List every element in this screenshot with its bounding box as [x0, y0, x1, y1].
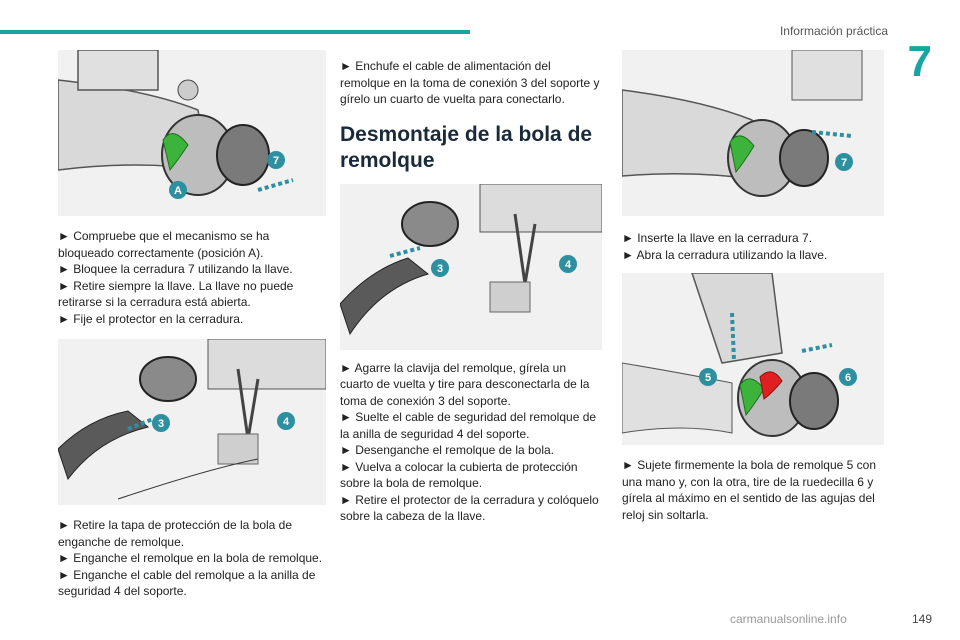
callout-4-label: 4 [283, 416, 290, 428]
illustration-lock-ball: 7 A [58, 50, 326, 216]
chapter-number: 7 [907, 37, 932, 86]
callout-A-label: A [174, 185, 182, 197]
callout-7 [835, 153, 853, 171]
callout-6-label: 6 [845, 372, 851, 384]
paragraph: ► Enchufe el cable de alimentación del r… [340, 59, 600, 106]
callout-3-label: 3 [437, 263, 443, 275]
text-block-1: ► Inserte la llave en la cerradura 7. ► … [622, 230, 884, 263]
callout-6 [839, 368, 857, 386]
paragraph: ► Enganche el cable del remolque a la an… [58, 567, 316, 599]
column-3: 7 ► Inserte la llave en la cerradura 7. … [622, 50, 884, 523]
text-block-2: ► Retire la tapa de protección de la bol… [58, 517, 326, 600]
paragraph: ► Inserte la llave en la cerradura 7. [622, 231, 812, 245]
callout-3 [152, 414, 170, 432]
illustration-trailer-connect: 3 4 [58, 339, 326, 505]
paragraph: ► Desenganche el remolque de la bola. [340, 443, 555, 457]
illustration-trailer-disconnect: 3 4 [340, 183, 602, 350]
callout-7-label: 7 [273, 155, 279, 167]
column-1: 7 A ► Compruebe que el mecanismo se ha b… [58, 50, 326, 600]
callout-5-label: 5 [705, 372, 711, 384]
text-block-2: ► Sujete firmemente la bola de remolque … [622, 457, 884, 523]
callout-5 [699, 368, 717, 386]
text-block-1: ► Compruebe que el mecanismo se ha bloqu… [58, 228, 326, 327]
paragraph: ► Retire siempre la llave. La llave no p… [58, 278, 294, 310]
illustration-insert-key: 7 [622, 50, 884, 216]
page-number: 149 [911, 612, 932, 626]
column-2: ► Enchufe el cable de alimentación del r… [340, 58, 602, 525]
header-accent-bar [0, 30, 470, 34]
callout-3 [431, 258, 449, 277]
paragraph: ► Enganche el remolque en la bola de rem… [58, 551, 323, 565]
paragraph: ► Abra la cerradura utilizando la llave. [622, 247, 828, 262]
paragraph: ► Retire la tapa de protección de la bol… [58, 518, 293, 549]
callout-A [169, 181, 187, 199]
paragraph: ► Agarre la clavija del remolque, gírela… [340, 360, 590, 408]
paragraph: ► Bloquee la cerradura 7 utilizando la l… [58, 262, 293, 276]
paragraph: ► Suelte el cable de seguridad del remol… [340, 410, 597, 441]
section-heading: Desmontaje de la bola de remolque [340, 122, 593, 172]
watermark-text: carmanualsonline.info [730, 612, 847, 626]
paragraph: ► Sujete firmemente la bola de remolque … [622, 458, 877, 522]
callout-7-label: 7 [841, 157, 847, 169]
paragraph: ► Vuelva a colocar la cubierta de protec… [340, 459, 578, 491]
paragraph: ► Retire el protector de la cerradura y … [340, 492, 599, 524]
callout-4-label: 4 [565, 259, 572, 271]
callout-4 [559, 254, 577, 273]
section-title: Información práctica [779, 24, 888, 38]
illustration-remove-ball: 5 6 [622, 273, 884, 445]
callout-3-label: 3 [158, 418, 164, 430]
text-block-bottom: ► Agarre la clavija del remolque, gírela… [340, 360, 602, 525]
paragraph: ► Compruebe que el mecanismo se ha bloqu… [58, 229, 270, 260]
paragraph: ► Fije el protector en la cerradura. [58, 311, 244, 326]
callout-7 [267, 151, 285, 169]
text-block-top: ► Enchufe el cable de alimentación del r… [340, 58, 602, 108]
callout-4 [277, 412, 295, 430]
